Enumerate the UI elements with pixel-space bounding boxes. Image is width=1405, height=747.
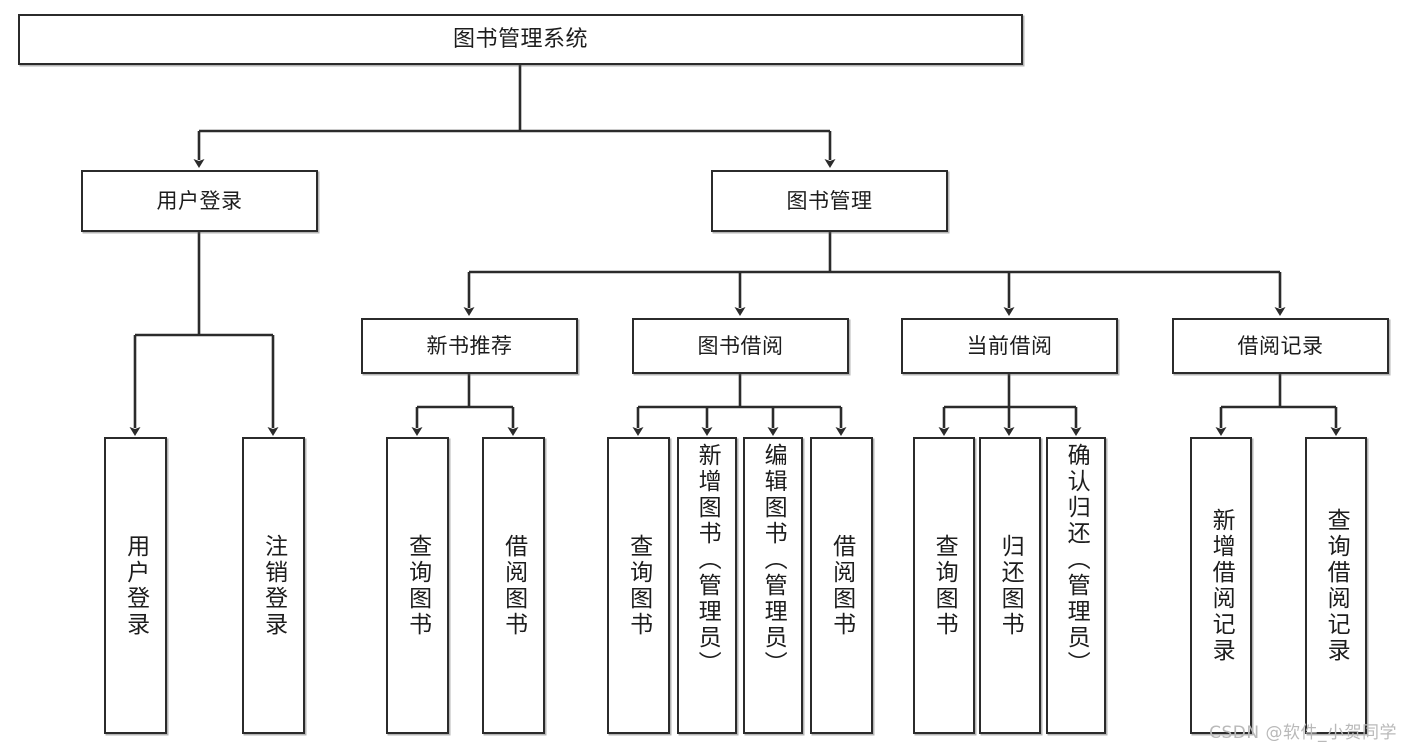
node-user-login[interactable]: 用户登录 <box>81 170 318 232</box>
node-label: 用户登录 <box>156 188 243 213</box>
node-label: 用户登录 <box>122 533 149 638</box>
node-borrow-record[interactable]: 借阅记录 <box>1172 318 1389 374</box>
leaf-borrow-borrow-book[interactable]: 借阅图书 <box>810 437 873 734</box>
node-label: 新增借阅记录 <box>1208 507 1235 664</box>
node-label: 借阅记录 <box>1237 333 1324 358</box>
node-new-book-recommend[interactable]: 新书推荐 <box>361 318 578 374</box>
node-label: 图书借阅 <box>697 333 784 358</box>
node-label: 查询借阅记录 <box>1323 507 1350 664</box>
leaf-borrow-add-book-admin[interactable]: 新增图书（管理员） <box>677 437 737 734</box>
csdn-watermark: CSDN @软件_小贺同学 <box>1209 723 1397 743</box>
leaf-current-return-book[interactable]: 归还图书 <box>979 437 1041 734</box>
node-label: 新书推荐 <box>426 333 513 358</box>
leaf-current-confirm-return-admin[interactable]: 确认归还（管理员） <box>1046 437 1106 734</box>
node-label: 图书管理 <box>786 188 873 213</box>
node-label: 查询图书 <box>931 533 958 638</box>
leaf-user-login-login[interactable]: 用户登录 <box>104 437 167 734</box>
leaf-record-query-record[interactable]: 查询借阅记录 <box>1305 437 1367 734</box>
node-label: 确认归还（管理员） <box>1063 443 1090 677</box>
node-label: 当前借阅 <box>966 333 1053 358</box>
node-label: 新增图书（管理员） <box>694 443 721 677</box>
node-label: 归还图书 <box>997 533 1024 638</box>
node-current-borrow[interactable]: 当前借阅 <box>901 318 1118 374</box>
node-label: 借阅图书 <box>828 533 855 638</box>
node-label: 图书管理系统 <box>452 26 588 52</box>
leaf-record-add-record[interactable]: 新增借阅记录 <box>1190 437 1252 734</box>
node-label: 查询图书 <box>404 533 431 638</box>
leaf-borrow-query-book[interactable]: 查询图书 <box>607 437 670 734</box>
leaf-recommend-borrow-book[interactable]: 借阅图书 <box>482 437 545 734</box>
node-label: 编辑图书（管理员） <box>760 443 787 677</box>
leaf-recommend-query-book[interactable]: 查询图书 <box>386 437 449 734</box>
node-book-management[interactable]: 图书管理 <box>711 170 948 232</box>
node-label: 查询图书 <box>625 533 652 638</box>
node-label: 借阅图书 <box>500 533 527 638</box>
node-label: 注销登录 <box>260 533 287 638</box>
node-root-system[interactable]: 图书管理系统 <box>18 14 1023 65</box>
node-book-borrow[interactable]: 图书借阅 <box>632 318 849 374</box>
leaf-borrow-edit-book-admin[interactable]: 编辑图书（管理员） <box>743 437 803 734</box>
leaf-current-query-book[interactable]: 查询图书 <box>913 437 975 734</box>
leaf-user-login-logout[interactable]: 注销登录 <box>242 437 305 734</box>
